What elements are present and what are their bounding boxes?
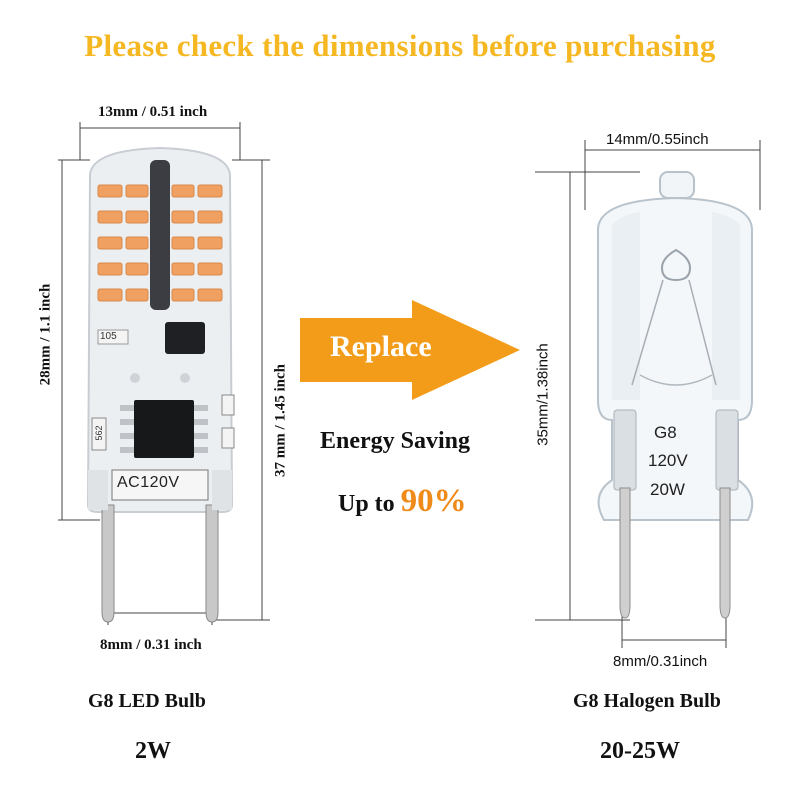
led-total-height-label: 37 mm / 1.45 inch (272, 364, 289, 477)
led-body-height-label: 28mm / 1.1 inch (37, 283, 54, 386)
energy-up-to-text: Up to (338, 491, 395, 517)
energy-up-to-line: Up to 90% (338, 483, 467, 520)
led-body (86, 146, 235, 513)
led-bulb-name: G8 LED Bulb (88, 690, 206, 712)
led-chip-print-105: 105 (100, 331, 117, 342)
halogen-print-voltage: 120V (648, 451, 688, 470)
led-voltage-print: AC120V (117, 474, 180, 491)
energy-saving-text: Energy Saving (320, 428, 471, 454)
halogen-pins (619, 487, 731, 619)
energy-percent: 90% (400, 483, 467, 519)
headline: Please check the dimensions before purch… (84, 28, 716, 63)
halogen-pin-spacing-label: 8mm/0.31inch (613, 653, 708, 670)
led-pins (88, 470, 232, 623)
replace-arrow (300, 300, 520, 400)
halogen-width-label: 14mm/0.55inch (606, 131, 709, 148)
led-chips (97, 184, 223, 302)
led-width-label: 13mm / 0.51 inch (98, 104, 208, 120)
halogen-body (597, 171, 754, 521)
led-pin-spacing-label: 8mm / 0.31 inch (100, 637, 202, 653)
halogen-print-type: G8 (654, 423, 677, 442)
halogen-bulb-name: G8 Halogen Bulb (573, 690, 721, 712)
halogen-height-label: 35mm/1.38inch (534, 343, 552, 446)
halogen-bulb-wattage: 20-25W (600, 738, 680, 764)
led-chip-print-562: 562 (94, 425, 104, 441)
halogen-print-wattage: 20W (650, 480, 685, 499)
led-bulb-wattage: 2W (135, 738, 171, 764)
replace-label: Replace (330, 330, 432, 363)
